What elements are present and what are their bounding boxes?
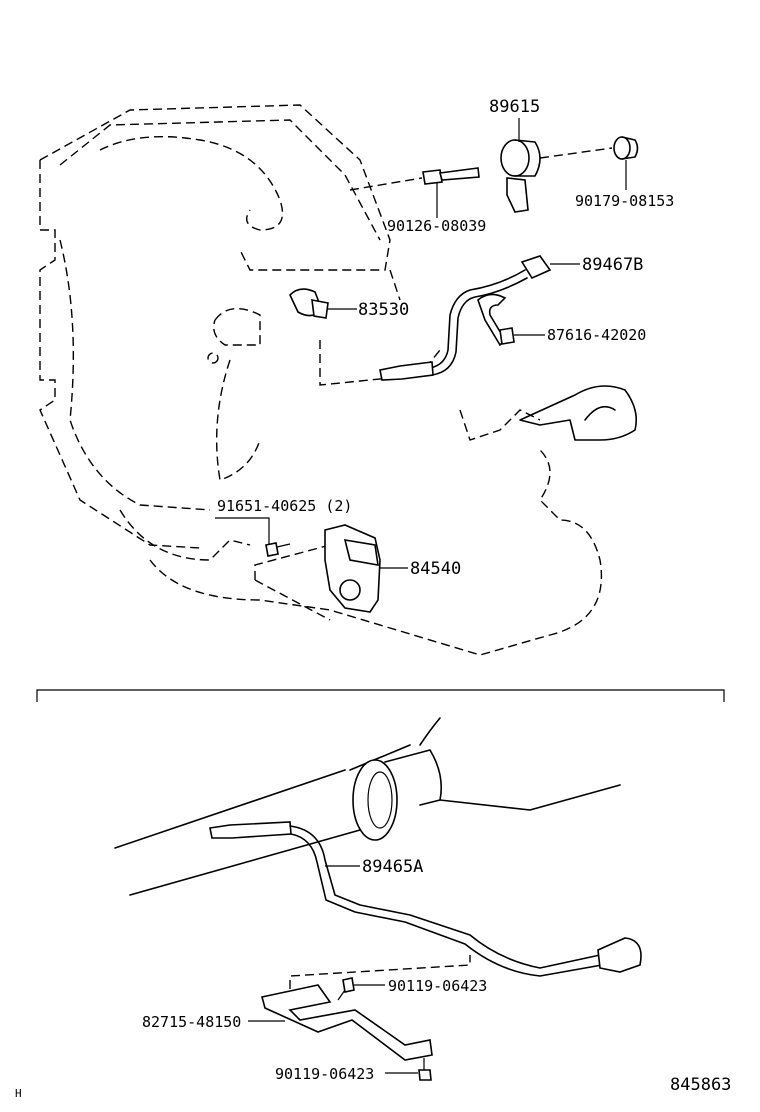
- oxygen-sensor-89467b: 89467B: [379, 255, 643, 381]
- bracket-82715-48150: 82715-48150: [142, 955, 471, 1061]
- part-label-90126-08039[interactable]: 90126-08039: [387, 217, 486, 235]
- part-label-89465a[interactable]: 89465A: [362, 857, 423, 877]
- part-label-84540[interactable]: 84540: [410, 559, 461, 579]
- figure-number: 845863: [670, 1075, 731, 1095]
- stud-90126-08039: 90126-08039: [349, 167, 486, 235]
- part-label-87616-42020[interactable]: 87616-42020: [547, 326, 646, 344]
- knock-sensor-89615: 89615: [489, 97, 613, 213]
- part-label-90119-06423-lower[interactable]: 90119-06423: [275, 1065, 374, 1083]
- part-label-82715-48150[interactable]: 82715-48150: [142, 1013, 241, 1031]
- part-label-89615[interactable]: 89615: [489, 97, 540, 117]
- nut-90179-08153: 90179-08153: [575, 136, 674, 210]
- oxygen-sensor-89465a: 89465A: [209, 821, 642, 977]
- exhaust-pipe-drawing: [114, 717, 621, 896]
- part-label-83530[interactable]: 83530: [358, 300, 409, 320]
- oil-pressure-switch-83530: 83530: [289, 288, 409, 320]
- neutral-start-switch-84540: 84540: [324, 524, 461, 613]
- part-label-90179-08153[interactable]: 90179-08153: [575, 192, 674, 210]
- clamp-87616-42020: 87616-42020: [477, 293, 646, 347]
- corner-mark: H: [15, 1087, 22, 1100]
- part-label-89467b[interactable]: 89467B: [582, 255, 643, 275]
- bolt-90119-06423-lower: 90119-06423: [275, 1058, 432, 1083]
- section-divider: [36, 689, 725, 702]
- bolt-90119-06423-upper: 90119-06423: [337, 977, 487, 1001]
- part-label-91651-40625[interactable]: 91651-40625 (2): [217, 497, 352, 515]
- part-label-90119-06423-upper[interactable]: 90119-06423: [388, 977, 487, 995]
- bolt-91651-40625: 91651-40625 (2): [215, 497, 352, 557]
